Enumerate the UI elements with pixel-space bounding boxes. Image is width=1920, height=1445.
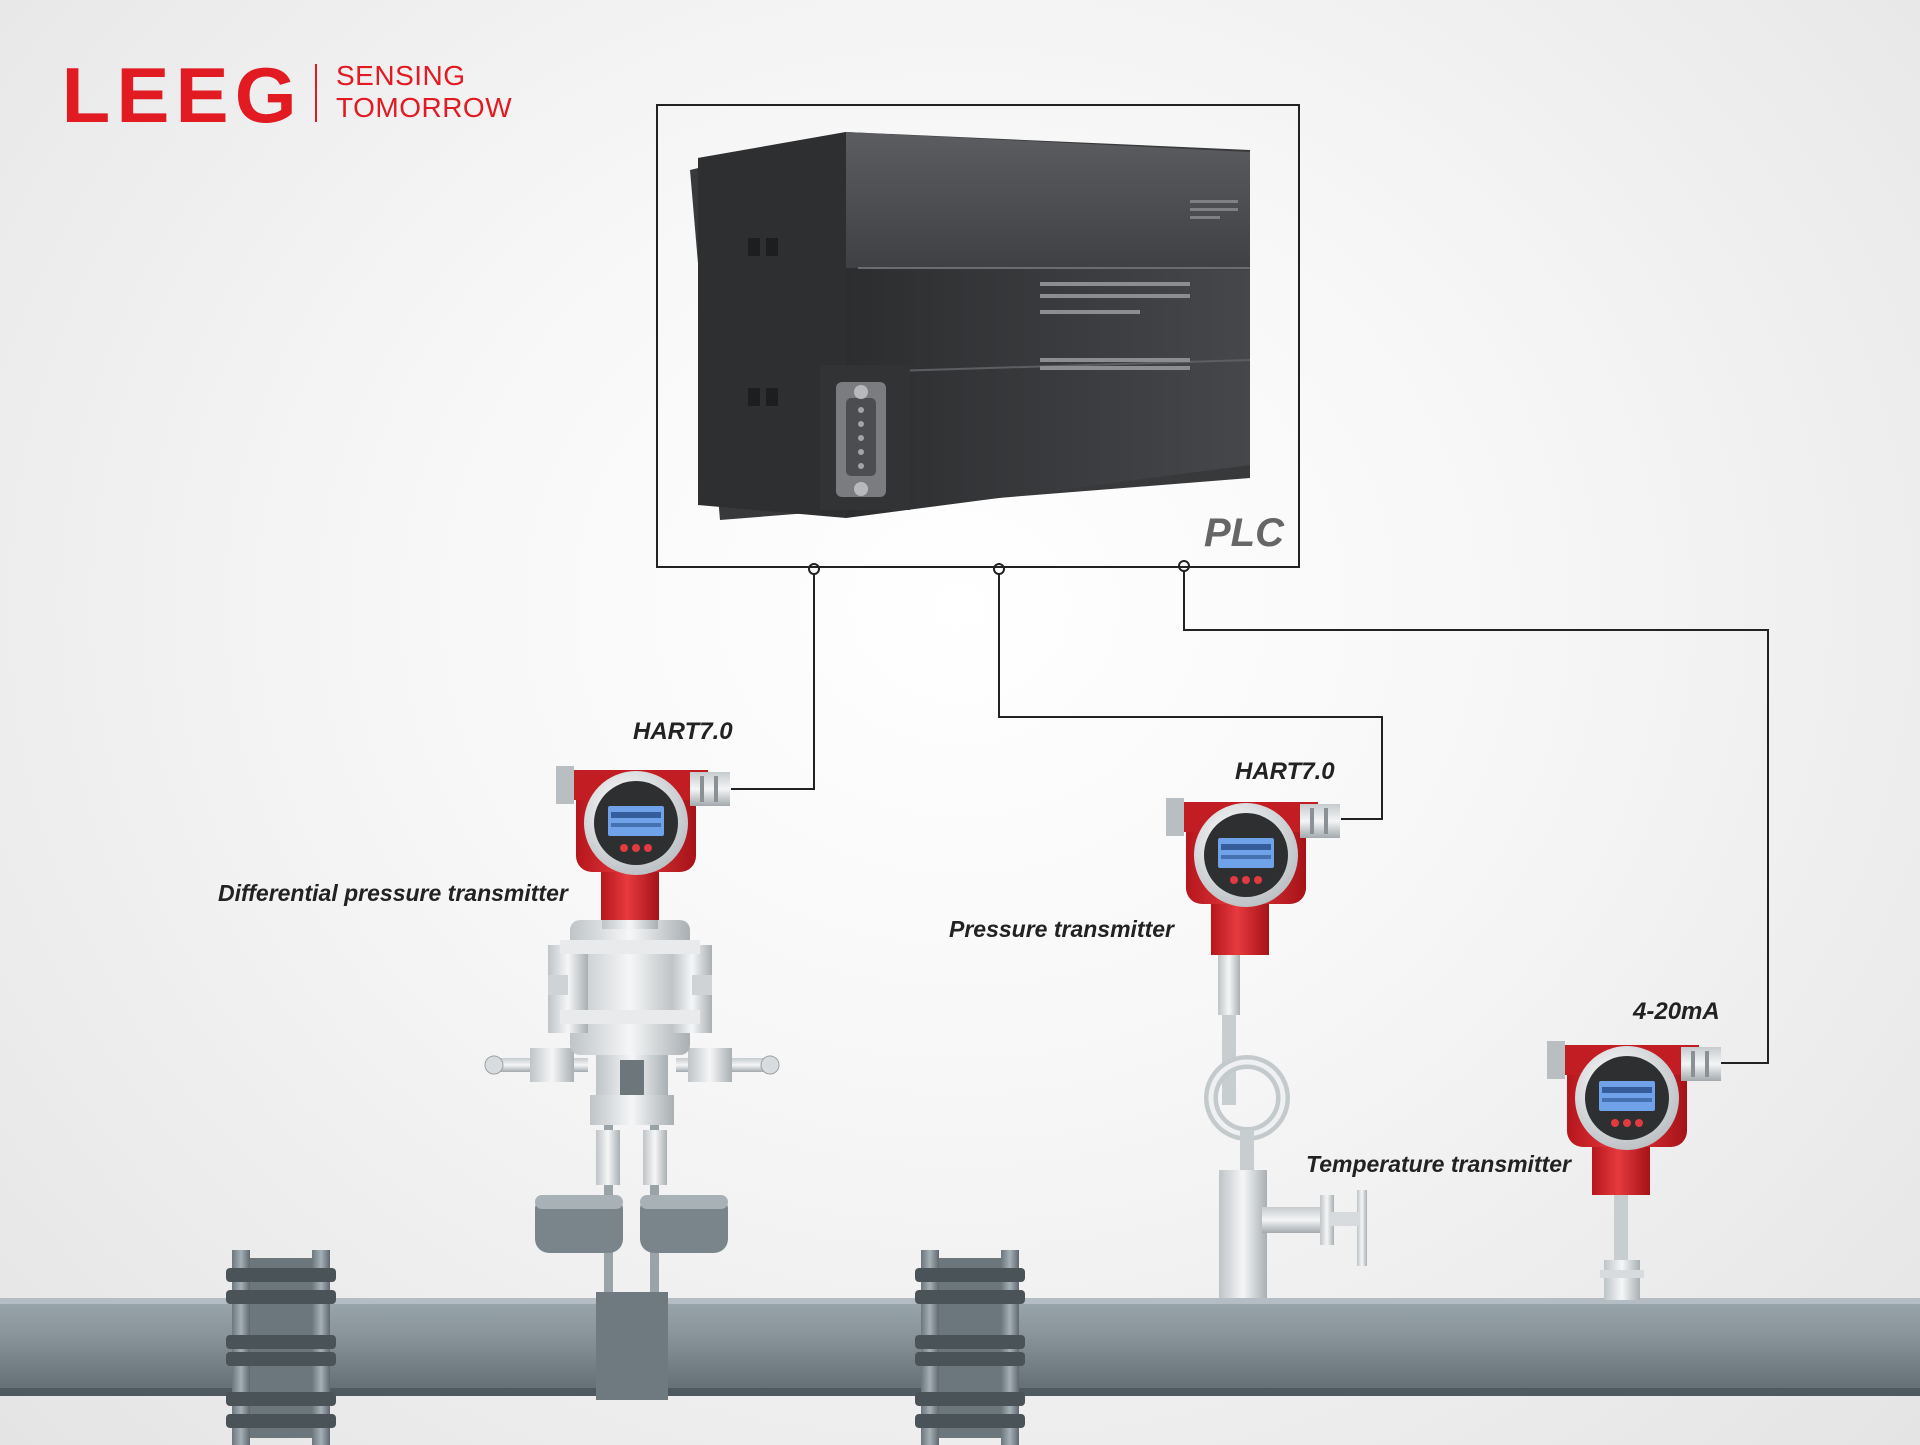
wire-temperature <box>1183 566 1769 1064</box>
pipe-flange-middle <box>915 1250 1025 1445</box>
tagline-line1: SENSING <box>336 60 466 91</box>
plc-unit <box>690 132 1251 520</box>
temperature-probe <box>1600 1190 1644 1300</box>
pressure-tubing <box>1204 955 1367 1298</box>
signal-wires <box>731 566 1769 1064</box>
brand-tagline: SENSING TOMORROW <box>336 60 512 124</box>
plc-label: PLC <box>1204 511 1284 555</box>
dp-transmitter-head <box>556 766 730 920</box>
dp-protocol-label: HART7.0 <box>633 718 733 745</box>
dp-transmitter-label: Differential pressure transmitter <box>218 880 568 906</box>
pressure-protocol-label: HART7.0 <box>1235 758 1335 785</box>
temperature-transmitter-label: Temperature transmitter <box>1306 1151 1572 1177</box>
pipe-flange-left <box>226 1250 336 1445</box>
pressure-transmitter-head <box>1166 798 1340 955</box>
temperature-protocol-label: 4-20mA <box>1633 998 1720 1025</box>
brand-divider <box>315 64 317 122</box>
temperature-transmitter-head <box>1547 1041 1721 1195</box>
wire-pressure <box>998 569 1383 820</box>
wire-dp <box>731 569 815 790</box>
tagline-line2: TOMORROW <box>336 92 513 123</box>
plc-frame: PLC <box>656 104 1300 568</box>
brand-logo: LEEG <box>61 51 303 139</box>
dp-manifold <box>484 905 780 1400</box>
pressure-transmitter-label: Pressure transmitter <box>949 916 1174 942</box>
